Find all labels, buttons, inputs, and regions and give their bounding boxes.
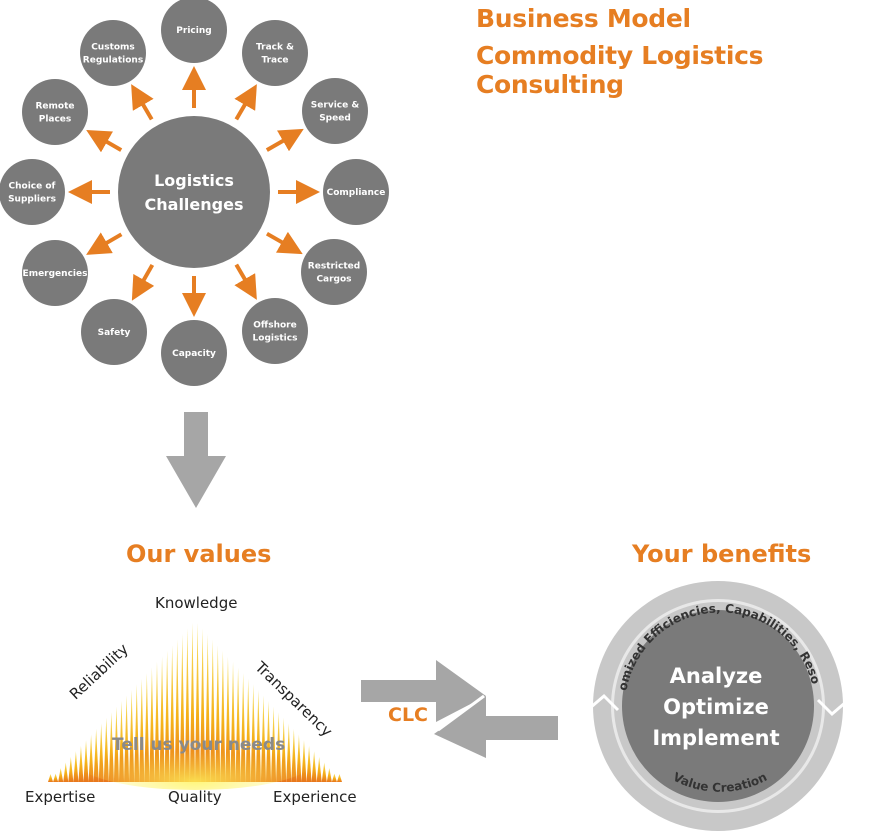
challenge-node xyxy=(81,299,147,365)
value-knowledge: Knowledge xyxy=(155,594,238,612)
values-title: Our values xyxy=(126,540,272,568)
challenge-node-label: Trace xyxy=(261,56,288,66)
pyramid-spike xyxy=(321,762,327,782)
challenge-node-label: Capacity xyxy=(172,349,216,359)
center-label-line-2: Challenges xyxy=(145,195,244,214)
pyramid-spike xyxy=(53,773,59,782)
pyramid-spike xyxy=(68,756,74,782)
value-expertise: Expertise xyxy=(25,788,96,806)
challenge-node xyxy=(0,159,65,225)
pyramid-spike xyxy=(48,774,54,782)
challenge-node-label: Offshore xyxy=(253,321,296,331)
benefits-title: Your benefits xyxy=(632,540,812,568)
benefit-implement: Implement xyxy=(652,726,779,750)
challenge-arrow xyxy=(131,263,155,301)
challenge-node xyxy=(22,79,88,145)
challenge-arrow xyxy=(86,232,123,255)
challenge-node-label: Compliance xyxy=(327,188,386,198)
pyramid-spike xyxy=(336,774,342,782)
challenge-node xyxy=(242,20,308,86)
logistics-challenges-circle xyxy=(118,116,270,268)
down-arrow xyxy=(166,412,226,508)
challenge-node-label: Remote xyxy=(35,102,74,112)
challenge-arrow xyxy=(265,128,304,152)
center-label-line-1: Logistics xyxy=(154,171,234,190)
challenge-arrow xyxy=(234,263,257,300)
challenge-node-label: Cargos xyxy=(316,275,351,285)
challenge-node xyxy=(301,239,367,305)
challenge-node-label: Emergencies xyxy=(23,269,88,279)
challenge-node xyxy=(161,320,227,386)
pyramid-spike xyxy=(331,773,337,782)
challenge-arrow xyxy=(86,129,123,153)
exchange-arrows xyxy=(361,660,558,758)
challenge-node xyxy=(302,78,368,144)
challenge-node-label: Places xyxy=(39,115,72,125)
challenge-node-label: Suppliers xyxy=(8,195,56,205)
clc-label: CLC xyxy=(388,704,428,726)
challenge-node-label: Choice of xyxy=(9,182,56,192)
pyramid-spike xyxy=(316,756,322,782)
arrow-right xyxy=(361,660,486,722)
pyramid-spike xyxy=(58,768,64,782)
benefits-inner-circle xyxy=(622,610,814,802)
challenge-arrow xyxy=(131,84,154,121)
challenge-node-label: Track & xyxy=(256,43,294,53)
challenge-node xyxy=(22,240,88,306)
challenge-node-label: Restricted xyxy=(308,262,360,272)
challenge-node-label: Service & xyxy=(311,101,360,111)
challenge-node-label: Logistics xyxy=(253,334,298,344)
challenge-arrow xyxy=(265,231,303,255)
challenge-node xyxy=(323,159,389,225)
challenge-node xyxy=(242,298,308,364)
pyramid-spike xyxy=(311,751,317,782)
challenge-node xyxy=(80,20,146,86)
value-tell-us-your-needs: Tell us your needs xyxy=(112,735,286,755)
benefit-analyze: Analyze xyxy=(670,664,763,688)
challenge-node-label: Customs xyxy=(91,43,135,53)
challenge-node xyxy=(161,0,227,63)
pyramid-spike xyxy=(73,751,79,782)
challenge-node-label: Speed xyxy=(319,114,351,124)
values-pyramid xyxy=(48,622,342,790)
value-quality: Quality xyxy=(168,788,222,806)
challenge-arrow xyxy=(234,84,257,121)
benefit-optimize: Optimize xyxy=(663,695,769,719)
title-line-1: Business Model xyxy=(476,4,691,33)
challenge-node-label: Regulations xyxy=(83,56,143,66)
challenge-node-label: Pricing xyxy=(176,26,211,36)
title-line-2: Commodity Logistics Consulting xyxy=(476,41,764,99)
value-experience: Experience xyxy=(273,788,357,806)
pyramid-spike xyxy=(63,762,69,782)
pyramid-spike xyxy=(326,768,332,782)
challenge-node-label: Safety xyxy=(98,328,131,338)
benefits-diagram: Customized Efficiencies, Capabilities, R… xyxy=(590,578,847,831)
